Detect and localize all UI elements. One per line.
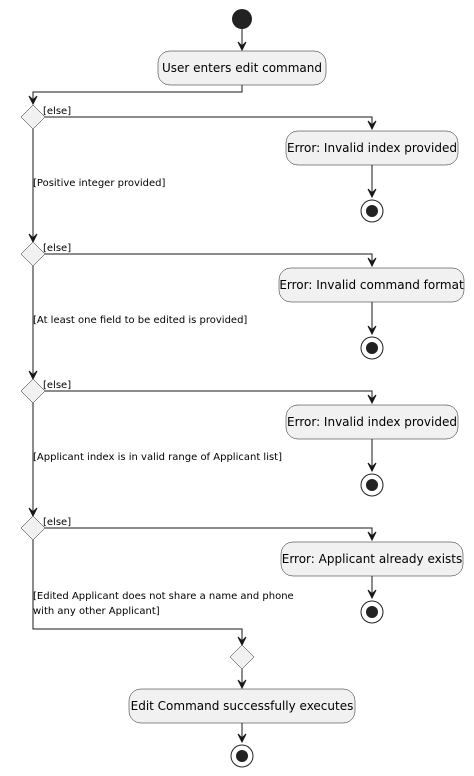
- guard-field-edited: [At least one field to be edited is prov…: [33, 315, 247, 326]
- decision-2: [20, 241, 46, 267]
- arrowhead: [237, 41, 247, 52]
- guard-no-share-line2: with any other Applicant]: [33, 606, 160, 617]
- arrowhead: [237, 679, 247, 690]
- end-node-1: [360, 199, 384, 223]
- action-label: Error: Invalid index provided: [287, 141, 457, 155]
- arrowhead: [28, 95, 38, 106]
- guard-else-3: [else]: [43, 380, 71, 391]
- action-error-invalid-index-1: Error: Invalid index provided: [285, 130, 459, 166]
- decision-4: [20, 515, 46, 541]
- edge-decision2-else: [45, 253, 373, 262]
- edge-decision4-merge: [32, 540, 243, 641]
- arrowhead: [367, 188, 377, 199]
- end-node-2: [360, 336, 384, 360]
- arrowhead: [237, 636, 247, 647]
- edge-decision4-else: [45, 527, 373, 536]
- decision-3: [20, 378, 46, 404]
- action-label: Edit Command successfully executes: [131, 699, 354, 713]
- edge-enter-decision1: [32, 85, 243, 100]
- action-error-applicant-exists: Error: Applicant already exists: [280, 541, 464, 577]
- action-edit-success: Edit Command successfully executes: [128, 688, 356, 724]
- arrowhead: [367, 325, 377, 336]
- arrowhead: [28, 233, 38, 244]
- action-label: User enters edit command: [162, 61, 322, 75]
- arrowhead: [367, 589, 377, 600]
- action-error-invalid-command-format: Error: Invalid command format: [278, 267, 465, 303]
- end-node-final: [230, 744, 254, 768]
- merge-node: [229, 644, 255, 670]
- edge-decision3-else: [45, 390, 373, 399]
- guard-else-4: [else]: [43, 517, 71, 528]
- arrowhead: [237, 733, 247, 744]
- end-node-4: [360, 600, 384, 624]
- guard-else-2: [else]: [43, 243, 71, 254]
- arrowhead: [367, 394, 377, 405]
- end-node-3: [360, 473, 384, 497]
- arrowhead: [367, 531, 377, 542]
- arrowhead: [367, 120, 377, 131]
- guard-no-share-line1: [Edited Applicant does not share a name …: [33, 591, 294, 602]
- guard-else-1: [else]: [43, 106, 71, 117]
- edge-decision1-else: [45, 116, 373, 125]
- decision-1: [20, 104, 46, 130]
- action-label: Error: Invalid command format: [279, 278, 464, 292]
- action-label: Error: Invalid index provided: [287, 415, 457, 429]
- guard-positive-integer: [Positive integer provided]: [33, 178, 166, 189]
- arrowhead: [367, 257, 377, 268]
- action-label: Error: Applicant already exists: [282, 552, 463, 566]
- action-error-invalid-index-2: Error: Invalid index provided: [285, 404, 459, 440]
- start-node: [232, 9, 252, 29]
- action-user-enters-edit-command: User enters edit command: [157, 50, 327, 86]
- arrowhead: [28, 507, 38, 518]
- arrowhead: [367, 462, 377, 473]
- arrowhead: [28, 370, 38, 381]
- guard-valid-range: [Applicant index is in valid range of Ap…: [33, 452, 282, 463]
